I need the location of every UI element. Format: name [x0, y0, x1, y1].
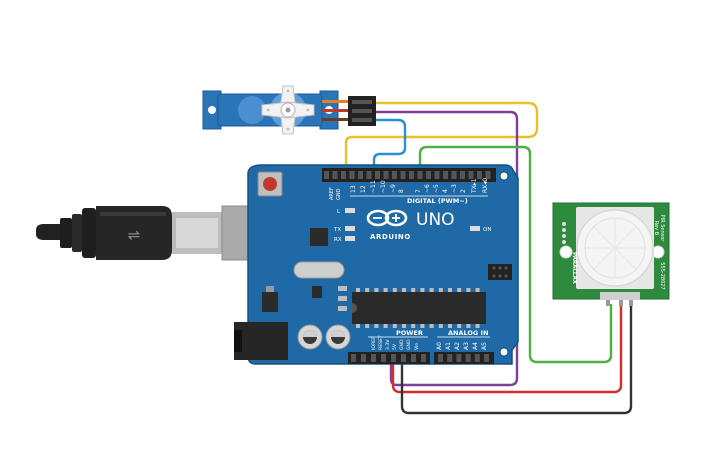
dc-power-jack — [234, 322, 288, 360]
usb-chip — [310, 228, 328, 246]
analog-pin-label: A2 — [454, 342, 461, 350]
board-model-label: UNO — [416, 210, 455, 230]
pir-title-label: PIR Sensor — [659, 215, 665, 243]
digital-pin-label: 2 — [460, 189, 467, 193]
wires — [344, 101, 633, 415]
analog-pin-label: A5 — [481, 342, 488, 350]
svg-text:TX: TX — [333, 227, 341, 233]
digital-pin-label: 8 — [398, 189, 405, 193]
capacitors — [297, 324, 351, 350]
board-leds: L TX RX ON — [333, 208, 491, 243]
pir-part-number: 555-28027 — [659, 262, 665, 289]
aref-label: AREF — [329, 187, 335, 200]
power-pin-label: 3.3V — [385, 339, 391, 350]
wire-red — [391, 304, 623, 394]
analog-header — [434, 352, 494, 364]
on-led-label: ON — [483, 227, 491, 233]
digital-pin-label: TX▸1 — [471, 178, 478, 194]
power-pin-label: GND — [399, 339, 405, 350]
digital-pin-label: 4 — [442, 189, 449, 193]
power-pin-label: RESET — [378, 335, 384, 350]
wire-yellow — [344, 101, 539, 180]
crystal-oscillator — [293, 261, 345, 279]
analog-pin-label: A1 — [445, 342, 452, 350]
arduino-logo — [366, 209, 408, 227]
digital-pin-label: 7 — [415, 189, 422, 193]
usb-symbol-icon: ⇌ — [128, 226, 141, 244]
wire-black — [400, 304, 633, 415]
pir-rev-label: Rev B — [653, 221, 659, 236]
wire-green — [418, 145, 613, 364]
digital-header-label: DIGITAL (PWM~) — [407, 197, 468, 205]
power-pin-label: IOREF — [371, 336, 377, 350]
digital-pin-label: ~5 — [433, 184, 440, 193]
analog-pin-label: A4 — [472, 342, 479, 350]
svg-text:RX: RX — [334, 237, 342, 243]
pir-brand-label: PARALLAX — [571, 252, 577, 285]
wire-blue — [372, 118, 407, 180]
gnd-top-label: GND — [336, 188, 342, 200]
power-pin-label: Vin — [414, 343, 420, 350]
power-pin-label: 5V — [392, 343, 398, 350]
micro-servo[interactable] — [202, 85, 376, 135]
icsp-header — [488, 264, 512, 280]
digital-header — [322, 168, 496, 182]
digital-pin-label: 13 — [350, 185, 357, 193]
digital-pin-label: ~9 — [390, 184, 397, 193]
analog-pin-label: A0 — [436, 342, 443, 350]
digital-pin-label: ~3 — [451, 184, 458, 193]
usb-cable: ⇌ — [36, 205, 261, 261]
power-header-label: POWER — [396, 329, 423, 337]
power-header — [348, 352, 430, 364]
digital-pin-label: ~11 — [370, 180, 377, 193]
analog-header-label: ANALOG IN — [448, 329, 488, 337]
servo-horn[interactable] — [261, 85, 315, 135]
analog-pin-label: A3 — [463, 342, 470, 350]
pir-sensor[interactable]: PARALLAX PIR Sensor Rev B 555-28027 — [552, 202, 670, 306]
board-brand-label: ARDUINO — [370, 233, 411, 241]
svg-text:L: L — [337, 209, 341, 215]
digital-pin-label: ~10 — [380, 180, 387, 193]
digital-pin-label: ~6 — [424, 184, 431, 193]
power-pin-label: GND — [406, 339, 412, 350]
digital-pin-label: 12 — [360, 185, 367, 193]
voltage-regulator — [262, 292, 278, 312]
reset-button[interactable] — [257, 171, 283, 197]
digital-pin-label: RX◂0 — [482, 178, 489, 193]
atmega-chip — [352, 288, 486, 328]
